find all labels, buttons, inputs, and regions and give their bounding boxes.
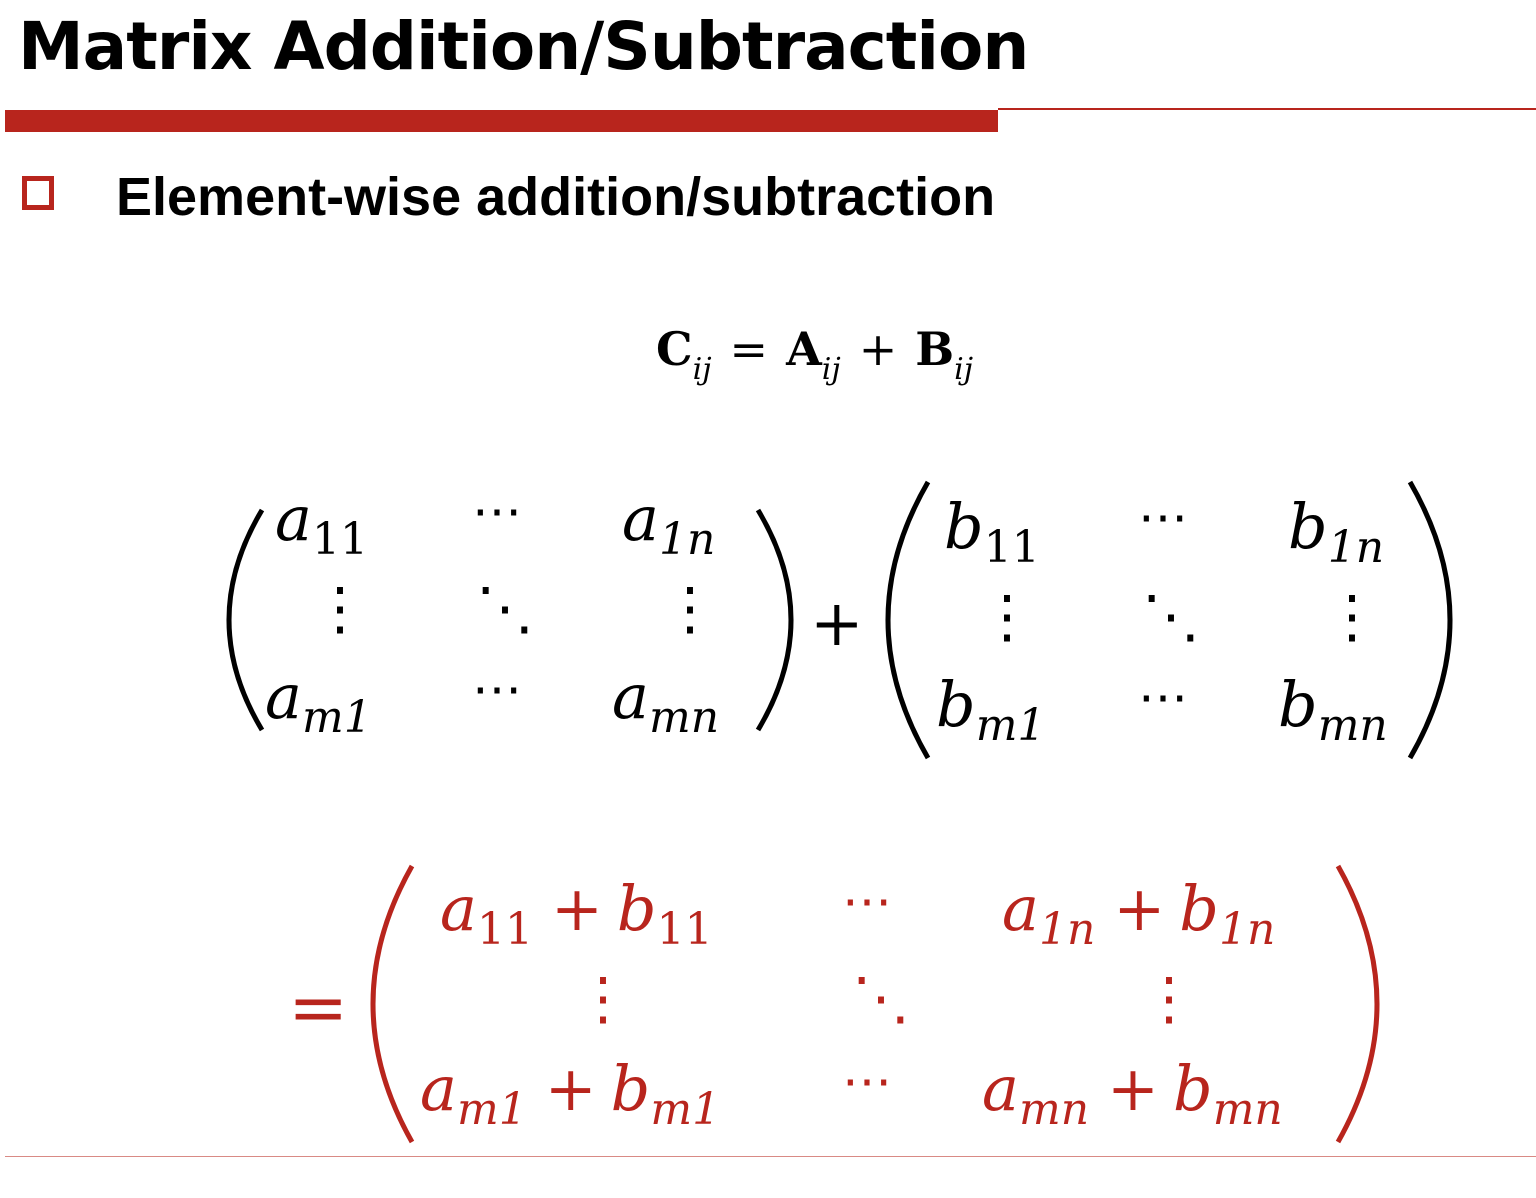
title-underline-thin [998, 108, 1536, 110]
symbol-a: A [786, 322, 822, 376]
symbol-b: B [915, 322, 955, 376]
matrix-a-left-paren [226, 508, 265, 732]
matrix-b-left-paren [885, 480, 931, 760]
vdots-icon: ⋮ [1323, 582, 1381, 650]
vdots-icon: ⋮ [1140, 964, 1198, 1032]
matrix-b-right-paren [1407, 480, 1453, 760]
title-underline-thick [5, 110, 998, 132]
subscript-ij: ij [821, 352, 841, 387]
result-equals-sign: = [288, 965, 348, 1049]
plus-sign: + [810, 587, 864, 661]
matrix-a-entry-11: a11 [275, 482, 368, 565]
matrix-sum-left-paren [370, 864, 415, 1144]
matrix-sum-entry-1n: a1n+b1n [1002, 872, 1275, 955]
matrix-b-entry-11: b11 [944, 490, 1040, 573]
hdots-icon: ⋯ [1138, 488, 1188, 546]
slide-title: Matrix Addition/Subtraction [18, 8, 1029, 85]
bullet-text: Element-wise addition/subtraction [116, 167, 996, 227]
matrix-a-entry-mn: amn [612, 660, 719, 743]
matrix-a-entry-1n: a1n [622, 482, 715, 565]
ddots-icon: ⋱ [476, 574, 534, 642]
vdots-icon: ⋮ [978, 582, 1036, 650]
ddots-icon: ⋱ [852, 964, 910, 1032]
matrix-sum: a11+b11 ⋯ a1n+b1n ⋮ ⋱ ⋮ am1+bm1 ⋯ amn+bm… [370, 864, 1380, 1144]
vdots-icon: ⋮ [661, 574, 719, 642]
matrix-a-right-paren [755, 508, 794, 732]
matrix-b-entry-m1: bm1 [936, 668, 1045, 751]
matrix-b: b11 ⋯ b1n ⋮ ⋱ ⋮ bm1 ⋯ bmn [885, 480, 1453, 760]
definition-formula: Cij = Aij + Bij [656, 322, 973, 387]
footer-divider [5, 1156, 1536, 1157]
ddots-icon: ⋱ [1142, 582, 1200, 650]
matrix-b-entry-mn: bmn [1278, 668, 1388, 751]
vdots-icon: ⋮ [311, 574, 369, 642]
hdots-icon: ⋯ [842, 1052, 892, 1110]
matrix-b-entry-1n: b1n [1288, 490, 1384, 573]
matrix-sum-entry-mn: amn+bmn [982, 1052, 1283, 1135]
matrix-a: a11 ⋯ a1n ⋮ ⋱ ⋮ am1 ⋯ amn [226, 482, 794, 743]
matrix-sum-entry-11: a11+b11 [440, 872, 713, 955]
hdots-icon: ⋯ [842, 872, 892, 930]
hdots-icon: ⋯ [472, 660, 522, 718]
matrix-sum-entry-m1: am1+bm1 [420, 1052, 720, 1135]
equals-sign: = [729, 322, 769, 376]
matrix-sum-right-paren [1335, 864, 1380, 1144]
symbol-c: C [656, 322, 693, 376]
vdots-icon: ⋮ [574, 964, 632, 1032]
hdots-icon: ⋯ [472, 482, 522, 540]
subscript-ij: ij [692, 352, 712, 387]
hdots-icon: ⋯ [1138, 668, 1188, 726]
matrix-a-entry-m1: am1 [265, 660, 372, 743]
subscript-ij: ij [954, 352, 974, 387]
plus-sign: + [858, 322, 898, 376]
bullet-square-icon [22, 176, 54, 210]
